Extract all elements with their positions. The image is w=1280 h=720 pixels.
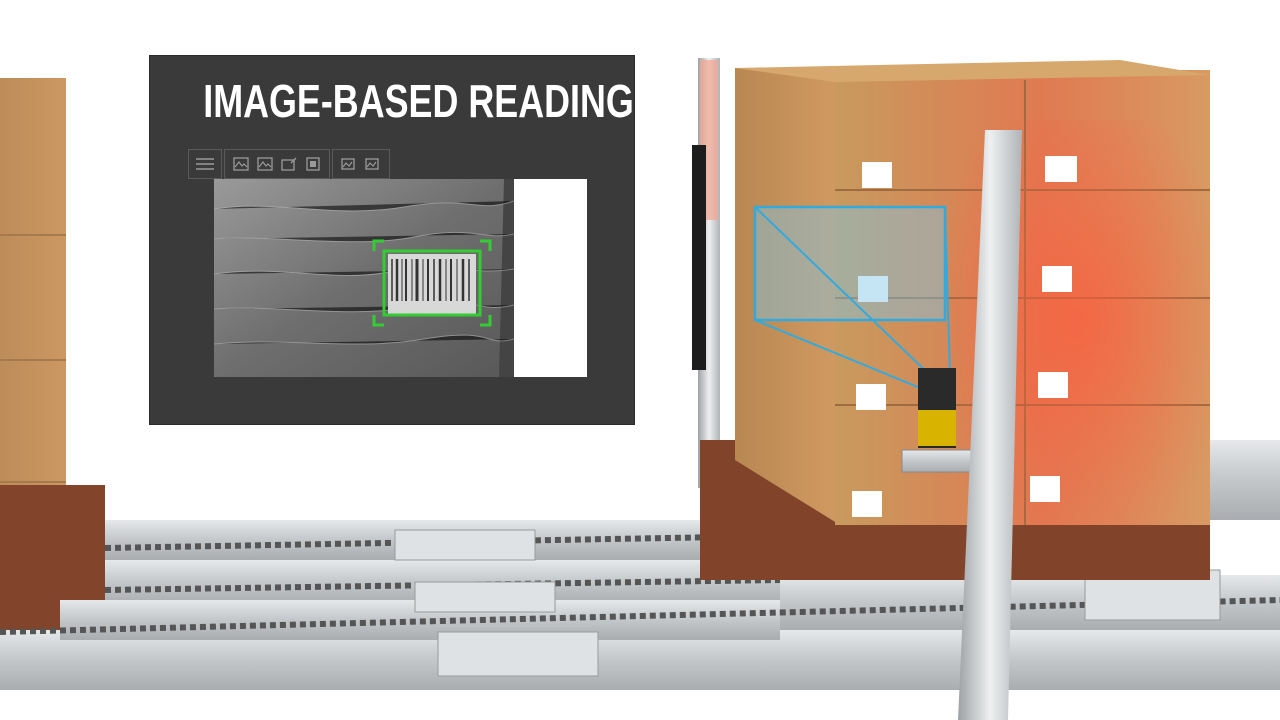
image-icon[interactable]: [231, 154, 251, 174]
image-edit-icon[interactable]: [279, 154, 299, 174]
camera-image-viewport: [214, 179, 587, 377]
stop-icon[interactable]: [303, 154, 323, 174]
image-icon[interactable]: [255, 154, 275, 174]
menu-icon[interactable]: [195, 154, 215, 174]
light-curtain: [692, 58, 720, 488]
scan-field: [753, 205, 951, 391]
barcode-detection-box: [372, 239, 492, 327]
image-toolbar: [188, 149, 392, 179]
camera-pole: [958, 130, 1022, 720]
toolbar-group-image: [224, 149, 330, 179]
barcode-camera: [901, 368, 983, 473]
image-zoom-icon[interactable]: [339, 154, 359, 174]
conveyor: [0, 440, 1280, 690]
grayscale-capture: [214, 179, 587, 377]
monitor-title: IMAGE-BASED READING: [203, 75, 634, 127]
main-pallet: [700, 60, 1210, 580]
left-pallet-stack: [0, 78, 105, 650]
toolbar-group-menu: [188, 149, 222, 179]
display-monitor: IMAGE-BASED READING: [150, 56, 634, 424]
image-zoom-icon[interactable]: [363, 154, 383, 174]
toolbar-group-zoom: [332, 149, 390, 179]
